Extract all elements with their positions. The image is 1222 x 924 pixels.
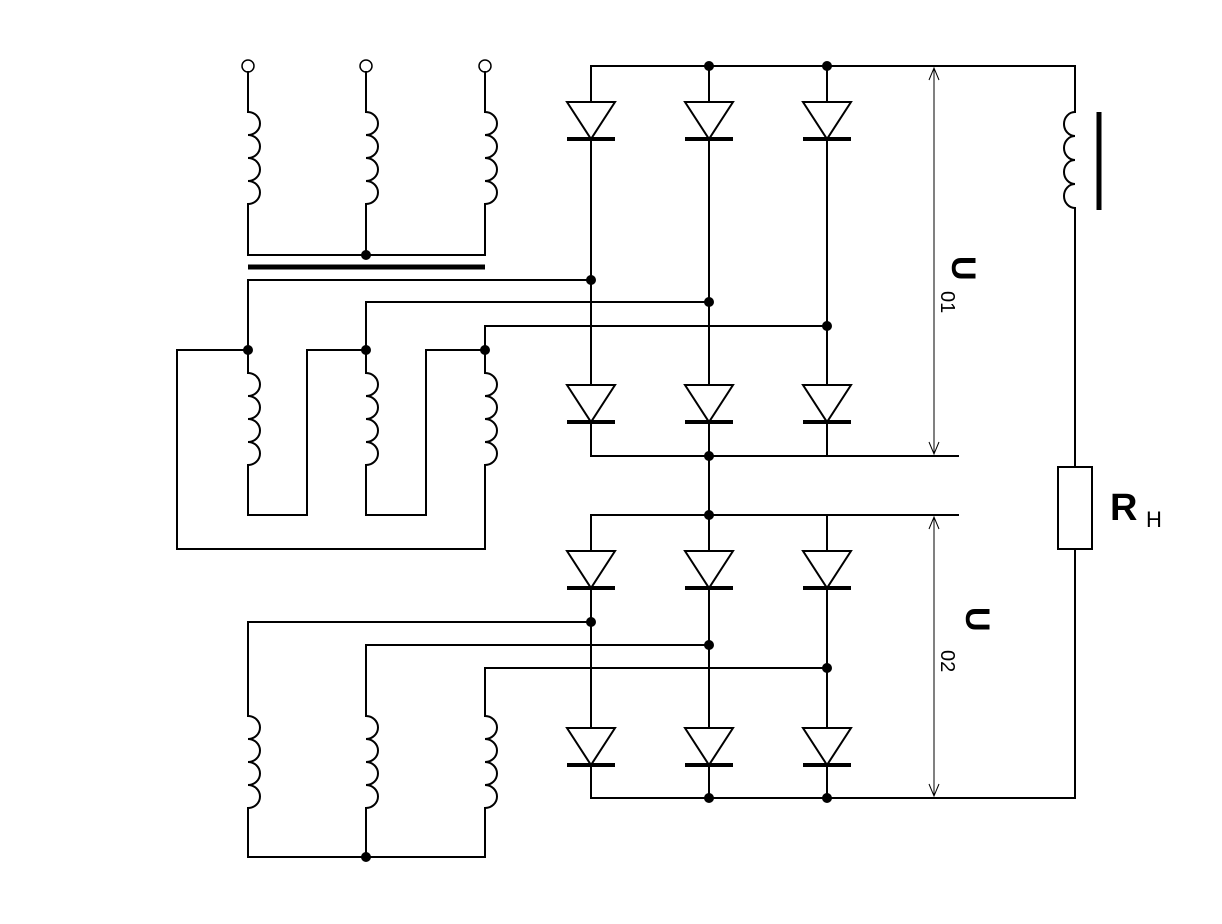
diode xyxy=(565,384,617,424)
label-load-main: R xyxy=(1110,487,1137,529)
label-u02-sub: 02 xyxy=(936,650,958,672)
star-coil-b xyxy=(365,715,379,809)
diode xyxy=(801,101,853,141)
output-filter xyxy=(1057,65,1102,799)
primary-terminal-c xyxy=(478,59,492,73)
bridge-rectifier-2 xyxy=(565,510,1076,803)
star-coil-a xyxy=(247,715,261,809)
diode xyxy=(683,101,735,141)
diode xyxy=(565,101,617,141)
primary-terminal-a xyxy=(241,59,255,73)
diode xyxy=(565,727,617,767)
primary-winding xyxy=(241,59,498,260)
diode xyxy=(683,727,735,767)
diode xyxy=(801,384,853,424)
label-u01-sub: 01 xyxy=(936,291,958,313)
load-resistor xyxy=(1057,466,1093,550)
primary-terminal-b xyxy=(359,59,373,73)
secondary-winding-star xyxy=(247,621,828,862)
delta-coil-c xyxy=(484,372,498,466)
diode xyxy=(683,550,735,590)
secondary-winding-delta xyxy=(176,279,828,550)
star-point-junction xyxy=(361,250,371,260)
diode xyxy=(565,550,617,590)
label-u01: U 01 xyxy=(936,256,982,313)
label-load: R H xyxy=(1110,487,1162,532)
diode xyxy=(801,727,853,767)
delta-coil-b xyxy=(365,372,379,466)
primary-coil-c xyxy=(484,111,498,205)
delta-coil-a xyxy=(247,372,261,466)
primary-coil-a xyxy=(247,111,261,205)
diode xyxy=(683,384,735,424)
voltage-u01-dimension xyxy=(928,66,940,456)
label-u01-main: U xyxy=(944,256,982,281)
choke-inductor xyxy=(1063,111,1076,209)
star-coil-c xyxy=(484,715,498,809)
label-u02: U 02 xyxy=(936,607,996,672)
label-load-sub: H xyxy=(1146,507,1162,532)
diode xyxy=(801,550,853,590)
bridge-rectifier-1 xyxy=(565,61,1076,461)
voltage-u02-dimension xyxy=(928,515,940,798)
primary-coil-b xyxy=(365,111,379,205)
label-u02-main: U xyxy=(958,607,996,632)
